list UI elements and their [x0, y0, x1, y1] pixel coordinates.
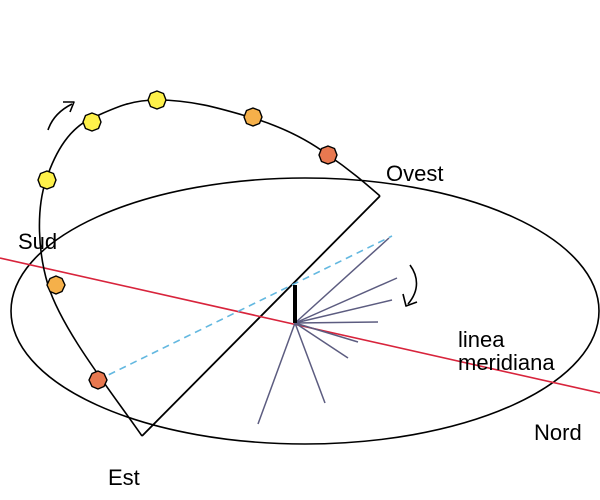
sun-position-marker [46, 275, 66, 295]
label-linea-meridiana: linea meridiana [458, 328, 555, 374]
sun-position-marker [147, 90, 167, 110]
shadow-line [294, 237, 390, 324]
label-nord: Nord [534, 420, 582, 445]
shadow-line [257, 322, 296, 425]
curved-arrow-icon [402, 264, 418, 307]
sun-position-marker [37, 170, 57, 190]
shadow-line [294, 277, 398, 324]
sun-position-marker [243, 107, 263, 127]
shadow-line [294, 322, 349, 359]
shadow-line [294, 321, 379, 324]
sun-ray [97, 235, 393, 381]
sun-positions [37, 90, 338, 390]
sun-position-marker [318, 145, 338, 165]
shadow-line [294, 322, 326, 404]
shadow-line [294, 322, 359, 343]
sun-position-marker [82, 112, 102, 132]
shadow-line [294, 299, 393, 324]
label-est: Est [108, 465, 140, 490]
sun-position-marker [88, 370, 108, 390]
label-linea-line2: meridiana [458, 350, 555, 376]
horizon-ellipse [10, 177, 600, 445]
label-ovest: Ovest [386, 161, 444, 186]
label-linea-line1: linea [458, 327, 505, 352]
label-sud: Sud [18, 229, 58, 254]
shadow-lines [257, 237, 398, 425]
curved-arrow-icon [47, 101, 75, 131]
